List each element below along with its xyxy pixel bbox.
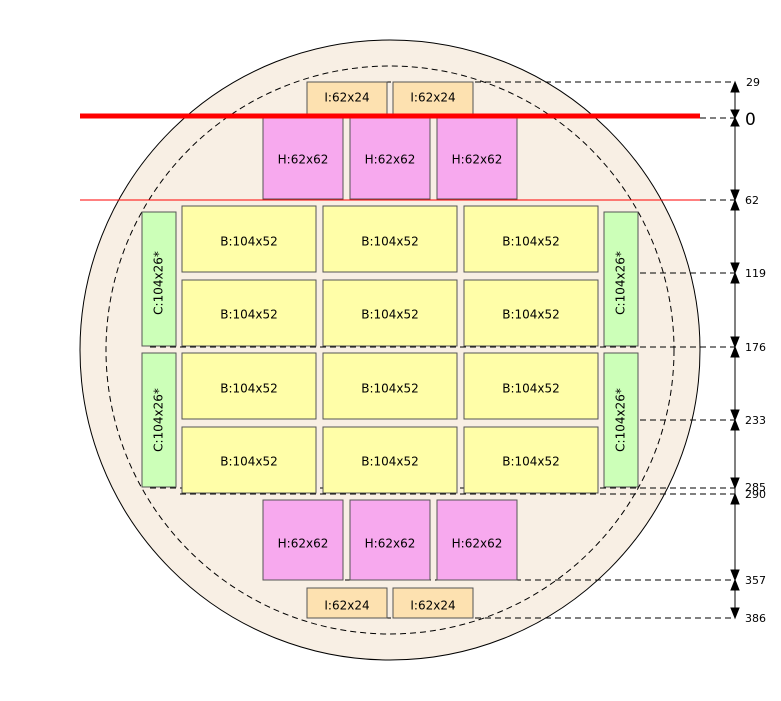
- die-b-rect: [463, 279, 599, 347]
- arrow-down-icon: [730, 109, 740, 120]
- die-b-rect: [322, 426, 458, 494]
- dimension-label: 62: [745, 194, 759, 207]
- die-b-label: B:104x52: [502, 308, 560, 322]
- die-b-rect: [463, 426, 599, 494]
- die-b-label: B:104x52: [361, 235, 419, 249]
- dimension-label: 233: [745, 414, 766, 427]
- dimension-label: 119: [745, 267, 766, 280]
- die-b-rect: [181, 205, 317, 273]
- die-b-rect: [463, 352, 599, 420]
- arrow-down-icon: [730, 607, 740, 620]
- dimension-labels: 0 29 62 119 176 233 285 290 357 386: [745, 76, 766, 625]
- die-i-label: I:62x24: [410, 599, 455, 613]
- dimension-label: 386: [745, 612, 766, 625]
- die-b-label: B:104x52: [220, 382, 278, 396]
- die-h-label: H:62x62: [365, 153, 416, 167]
- die-i-rect: [392, 587, 474, 619]
- arrow-down-icon: [730, 409, 740, 422]
- arrow-up-icon: [730, 80, 740, 93]
- arrow-down-icon: [730, 569, 740, 582]
- die-b-label: B:104x52: [502, 382, 560, 396]
- die-b-rect: [463, 205, 599, 273]
- die-layer: I:62x24 I:62x24 H:62x62 H:62x62 H:62x62 …: [141, 81, 639, 619]
- die-i-rect: [306, 587, 388, 619]
- die-b-label: B:104x52: [361, 382, 419, 396]
- die-h-label: H:62x62: [452, 153, 503, 167]
- die-b-rect: [322, 205, 458, 273]
- die-h-rect: [262, 117, 344, 200]
- die-i-label: I:62x24: [324, 91, 369, 105]
- arrow-up-icon: [730, 418, 740, 431]
- arrow-up-icon: [730, 116, 740, 127]
- die-h-label: H:62x62: [278, 537, 329, 551]
- die-h-rect: [436, 117, 518, 200]
- die-c-rect: [603, 352, 639, 488]
- die-b-rect: [322, 279, 458, 347]
- die-c-rect: [603, 211, 639, 347]
- die-h-label: H:62x62: [278, 153, 329, 167]
- arrow-down-icon: [730, 336, 740, 349]
- die-c-rect: [141, 211, 177, 347]
- die-b-label: B:104x52: [361, 455, 419, 469]
- dimension-label: 285: [745, 481, 766, 494]
- dimension-label: 29: [746, 76, 760, 89]
- dimension-label: 357: [745, 574, 766, 587]
- arrow-up-icon: [730, 345, 740, 358]
- die-h-rect: [349, 499, 431, 581]
- arrow-down-icon: [730, 189, 740, 202]
- die-b-label: B:104x52: [220, 308, 278, 322]
- die-h-label: H:62x62: [452, 537, 503, 551]
- die-b-label: B:104x52: [502, 235, 560, 249]
- arrow-up-icon: [730, 578, 740, 591]
- die-b-label: B:104x52: [220, 235, 278, 249]
- die-i-rect: [306, 81, 388, 115]
- die-b-label: B:104x52: [502, 455, 560, 469]
- die-b-label: B:104x52: [220, 455, 278, 469]
- dimension-axis: [730, 80, 740, 620]
- arrow-up-icon: [730, 492, 740, 505]
- die-h-rect: [262, 499, 344, 581]
- dimension-label: 290: [745, 488, 766, 501]
- die-c-label: C:104x26*: [152, 251, 166, 315]
- die-c-label: C:104x26*: [614, 388, 628, 452]
- die-c-label: C:104x26*: [614, 251, 628, 315]
- die-i-label: I:62x24: [410, 91, 455, 105]
- die-b-rect: [181, 352, 317, 420]
- die-c-rect: [141, 352, 177, 488]
- die-b-rect: [181, 426, 317, 494]
- arrow-down-icon: [730, 477, 740, 490]
- usable-area-boundary: [105, 65, 675, 635]
- arrow-up-icon: [730, 198, 740, 211]
- dimension-label: 176: [745, 341, 766, 354]
- wafer-outline: [79, 39, 701, 661]
- die-h-rect: [436, 499, 518, 581]
- die-c-label: C:104x26*: [152, 388, 166, 452]
- arrow-up-icon: [730, 271, 740, 284]
- zero-label: 0: [745, 110, 756, 130]
- arrow-down-icon: [730, 262, 740, 275]
- die-b-rect: [322, 352, 458, 420]
- die-h-label: H:62x62: [365, 537, 416, 551]
- die-i-label: I:62x24: [324, 599, 369, 613]
- die-b-rect: [181, 279, 317, 347]
- die-b-label: B:104x52: [361, 308, 419, 322]
